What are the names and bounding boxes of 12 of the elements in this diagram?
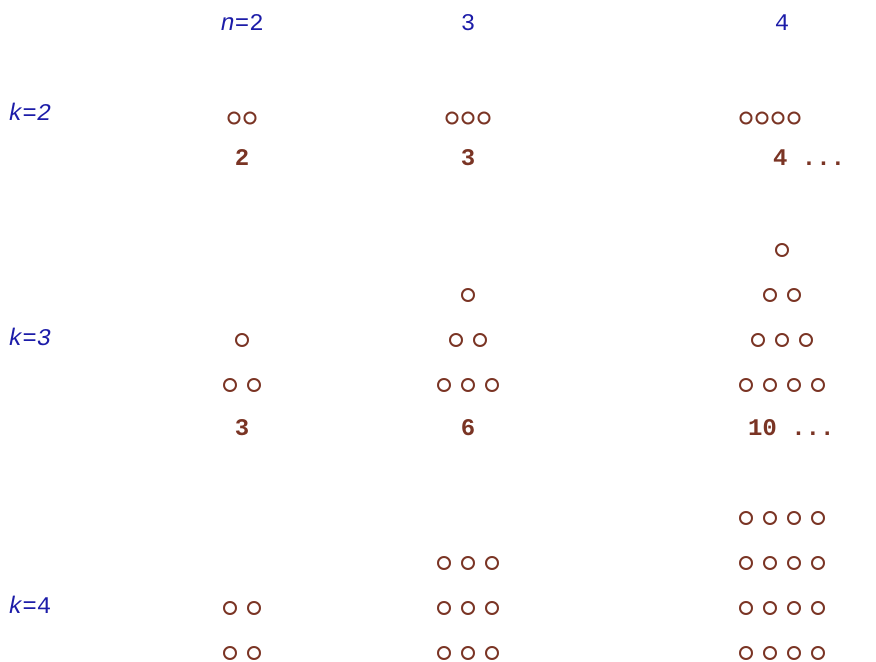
index-label: 4 [774,10,790,40]
count-label: 10 ... [748,415,834,445]
count-label: 3 [234,415,250,445]
index-label: k=2 [8,100,52,130]
count-label: 2 [234,145,250,175]
count-label: 4 ... [773,145,846,175]
index-label: k=4 [8,593,52,623]
index-label: k=3 [8,325,52,355]
index-label: 3 [460,10,476,40]
index-label: n=2 [220,10,264,40]
count-label: 3 [460,145,476,175]
count-label: 6 [460,415,476,445]
